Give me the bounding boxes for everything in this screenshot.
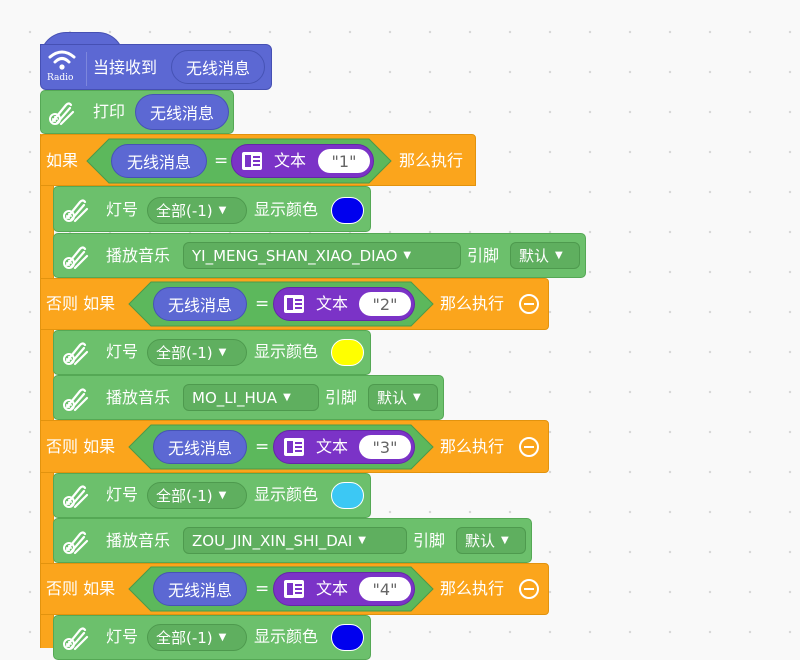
then-label: 那么执行 <box>440 579 505 598</box>
pin-option: 默认 <box>519 247 550 265</box>
else-if-label: 否则 如果 <box>46 294 116 313</box>
print-var-reporter[interactable]: 无线消息 <box>135 94 229 130</box>
condition-var-reporter[interactable]: 无线消息 <box>153 287 247 321</box>
light-option: 全部(-1) <box>156 344 213 362</box>
hand-icon <box>63 627 89 651</box>
pin-option: 默认 <box>377 389 408 407</box>
light-label: 灯号 <box>106 200 139 219</box>
text-value-input[interactable]: "3" <box>359 435 411 459</box>
light-label: 灯号 <box>106 342 139 361</box>
chevron-down-icon: ▼ <box>358 535 366 546</box>
condition-var-reporter[interactable]: 无线消息 <box>153 572 247 606</box>
condition-var-reporter[interactable]: 无线消息 <box>153 430 247 464</box>
wifi-icon <box>48 50 76 70</box>
else-if-label: 否则 如果 <box>46 437 116 456</box>
music-label: 播放音乐 <box>106 246 171 265</box>
chevron-down-icon: ▼ <box>218 632 227 643</box>
hand-icon <box>63 199 89 223</box>
color-label: 显示颜色 <box>254 200 319 219</box>
chevron-down-icon: ▼ <box>403 250 412 261</box>
text-block-icon <box>242 152 262 170</box>
text-label: 文本 <box>316 437 349 456</box>
chevron-down-icon: ▼ <box>501 535 509 546</box>
text-value-input[interactable]: "1" <box>318 149 370 173</box>
hat-var-reporter[interactable]: 无线消息 <box>171 50 265 84</box>
color-label: 显示颜色 <box>254 627 319 646</box>
hand-icon <box>63 246 89 270</box>
song-option: MO_LI_HUA <box>192 388 278 407</box>
then-label: 那么执行 <box>440 294 505 313</box>
music-label: 播放音乐 <box>106 388 171 407</box>
song-dropdown[interactable]: YI_MENG_SHAN_XIAO_DIAO ▼ <box>183 242 461 269</box>
hand-icon <box>63 531 89 555</box>
then-label: 那么执行 <box>399 151 464 170</box>
light-dropdown[interactable]: 全部(-1) ▼ <box>147 482 247 509</box>
equals-sign: = <box>255 294 270 314</box>
chevron-down-icon: ▼ <box>218 205 227 216</box>
radio-icon-label: Radio <box>47 73 74 83</box>
light-dropdown[interactable]: 全部(-1) ▼ <box>147 339 247 366</box>
pin-dropdown[interactable]: 默认 ▼ <box>456 527 526 554</box>
equals-sign: = <box>255 579 270 599</box>
text-label: 文本 <box>316 294 349 313</box>
hand-icon <box>63 485 89 509</box>
condition-var-reporter[interactable]: 无线消息 <box>111 144 207 178</box>
light-label: 灯号 <box>106 485 139 504</box>
pin-dropdown[interactable]: 默认 ▼ <box>510 242 580 269</box>
equals-sign: = <box>255 437 270 457</box>
text-block-icon <box>284 295 304 313</box>
color-swatch[interactable] <box>331 197 364 224</box>
light-option: 全部(-1) <box>156 629 213 647</box>
chevron-down-icon: ▼ <box>283 392 291 403</box>
pin-dropdown[interactable]: 默认 ▼ <box>368 384 438 411</box>
light-dropdown[interactable]: 全部(-1) ▼ <box>147 197 247 224</box>
remove-branch-icon[interactable] <box>519 437 539 457</box>
song-dropdown[interactable]: MO_LI_HUA ▼ <box>183 384 319 411</box>
text-block-icon <box>284 438 304 456</box>
remove-branch-icon[interactable] <box>519 294 539 314</box>
color-label: 显示颜色 <box>254 342 319 361</box>
text-block-icon <box>284 580 304 598</box>
light-dropdown[interactable]: 全部(-1) ▼ <box>147 624 247 651</box>
pin-label: 引脚 <box>325 388 358 407</box>
light-block[interactable] <box>53 330 371 375</box>
chevron-down-icon: ▼ <box>555 250 563 261</box>
color-swatch[interactable] <box>331 339 364 366</box>
hand-icon <box>63 388 89 412</box>
color-label: 显示颜色 <box>254 485 319 504</box>
light-label: 灯号 <box>106 627 139 646</box>
pin-label: 引脚 <box>467 246 500 265</box>
equals-sign: = <box>214 151 229 171</box>
if-label: 如果 <box>46 151 79 170</box>
print-label: 打印 <box>93 102 126 121</box>
pin-label: 引脚 <box>413 531 446 550</box>
hand-icon <box>63 342 89 366</box>
text-label: 文本 <box>316 579 349 598</box>
color-swatch[interactable] <box>331 482 364 509</box>
remove-branch-icon[interactable] <box>519 579 539 599</box>
chevron-down-icon: ▼ <box>218 490 227 501</box>
light-option: 全部(-1) <box>156 202 213 220</box>
text-label: 文本 <box>274 151 307 170</box>
then-label: 那么执行 <box>440 437 505 456</box>
hat-divider <box>86 52 87 86</box>
light-option: 全部(-1) <box>156 487 213 505</box>
hat-label: 当接收到 <box>93 58 158 77</box>
song-dropdown[interactable]: ZOU_JIN_XIN_SHI_DAI ▼ <box>183 527 407 554</box>
pin-option: 默认 <box>465 532 496 550</box>
chevron-down-icon: ▼ <box>218 347 227 358</box>
song-option: ZOU_JIN_XIN_SHI_DAI <box>192 531 353 550</box>
chevron-down-icon: ▼ <box>413 392 421 403</box>
hand-icon <box>49 102 75 126</box>
music-label: 播放音乐 <box>106 531 171 550</box>
song-option: YI_MENG_SHAN_XIAO_DIAO <box>192 246 398 265</box>
color-swatch[interactable] <box>331 624 364 651</box>
text-value-input[interactable]: "2" <box>359 292 411 316</box>
text-value-input[interactable]: "4" <box>359 577 411 601</box>
else-if-label: 否则 如果 <box>46 579 116 598</box>
